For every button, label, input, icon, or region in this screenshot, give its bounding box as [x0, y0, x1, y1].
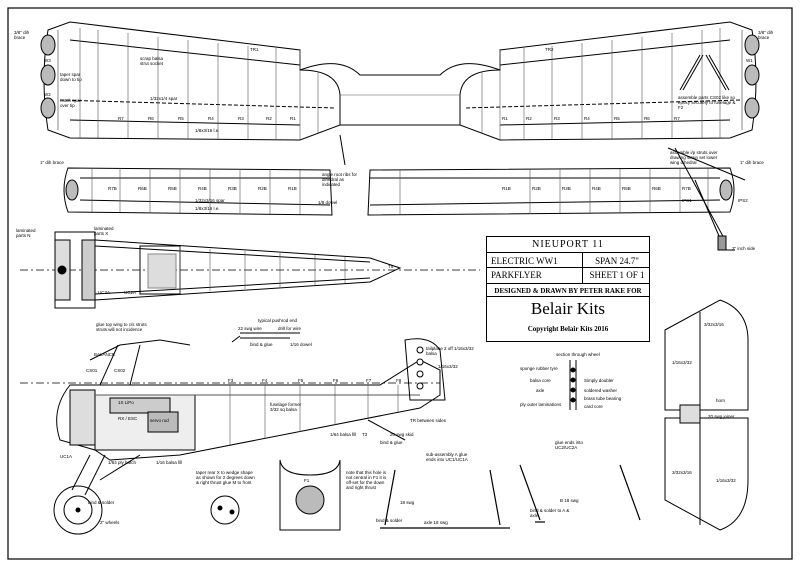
title-brand: Belair Kits	[530, 299, 606, 318]
fin-stab	[664, 299, 749, 531]
title-model: NIEUPORT 11	[532, 239, 604, 250]
fuselage-top	[20, 231, 480, 309]
cabane-detail	[679, 54, 730, 91]
wire-parts	[380, 464, 641, 529]
title-category: PARKFLYER	[491, 270, 542, 280]
title-span: SPAN 24.7"	[595, 256, 639, 266]
interplane-strut	[667, 147, 746, 251]
lower-wing-left-outline	[63, 167, 333, 216]
f1-former	[210, 459, 341, 531]
fuselage-side	[20, 338, 446, 535]
wheel-section	[569, 360, 577, 410]
top-wing	[40, 21, 760, 166]
pushrod-detail	[231, 332, 300, 343]
lower-wing	[63, 167, 735, 216]
title-copyright: Copyright Belair Kits 2016	[527, 325, 609, 333]
lower-wing-right-outline	[367, 167, 735, 216]
title-sheet: SHEET 1 OF 1	[589, 270, 645, 280]
sheet-border	[7, 7, 793, 560]
title-designer: DESIGNED & DRAWN BY PETER RAKE FOR	[494, 287, 642, 295]
title-power: ELECTRIC WW1	[491, 256, 558, 266]
title-block: NIEUPORT 11 ELECTRIC WW1 SPAN 24.7" PARK…	[486, 236, 650, 342]
